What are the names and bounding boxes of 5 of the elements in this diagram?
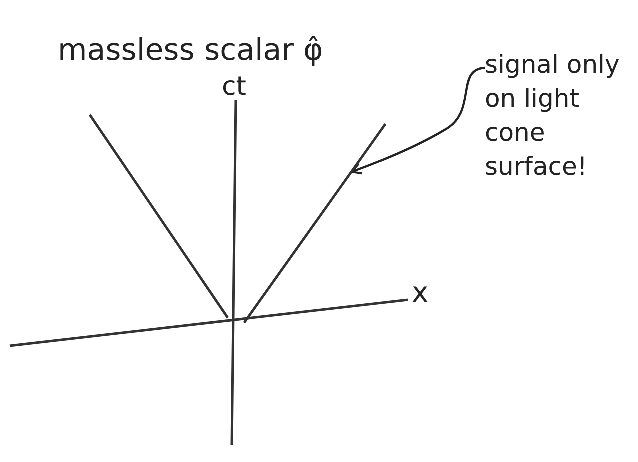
axis-label: x: [412, 275, 429, 311]
title: massless scalar φ̂: [58, 32, 324, 70]
curved-arrow: [351, 66, 486, 175]
axis-label: ct: [222, 71, 246, 104]
annotation-text: signal only on light cone surface!: [485, 49, 621, 183]
